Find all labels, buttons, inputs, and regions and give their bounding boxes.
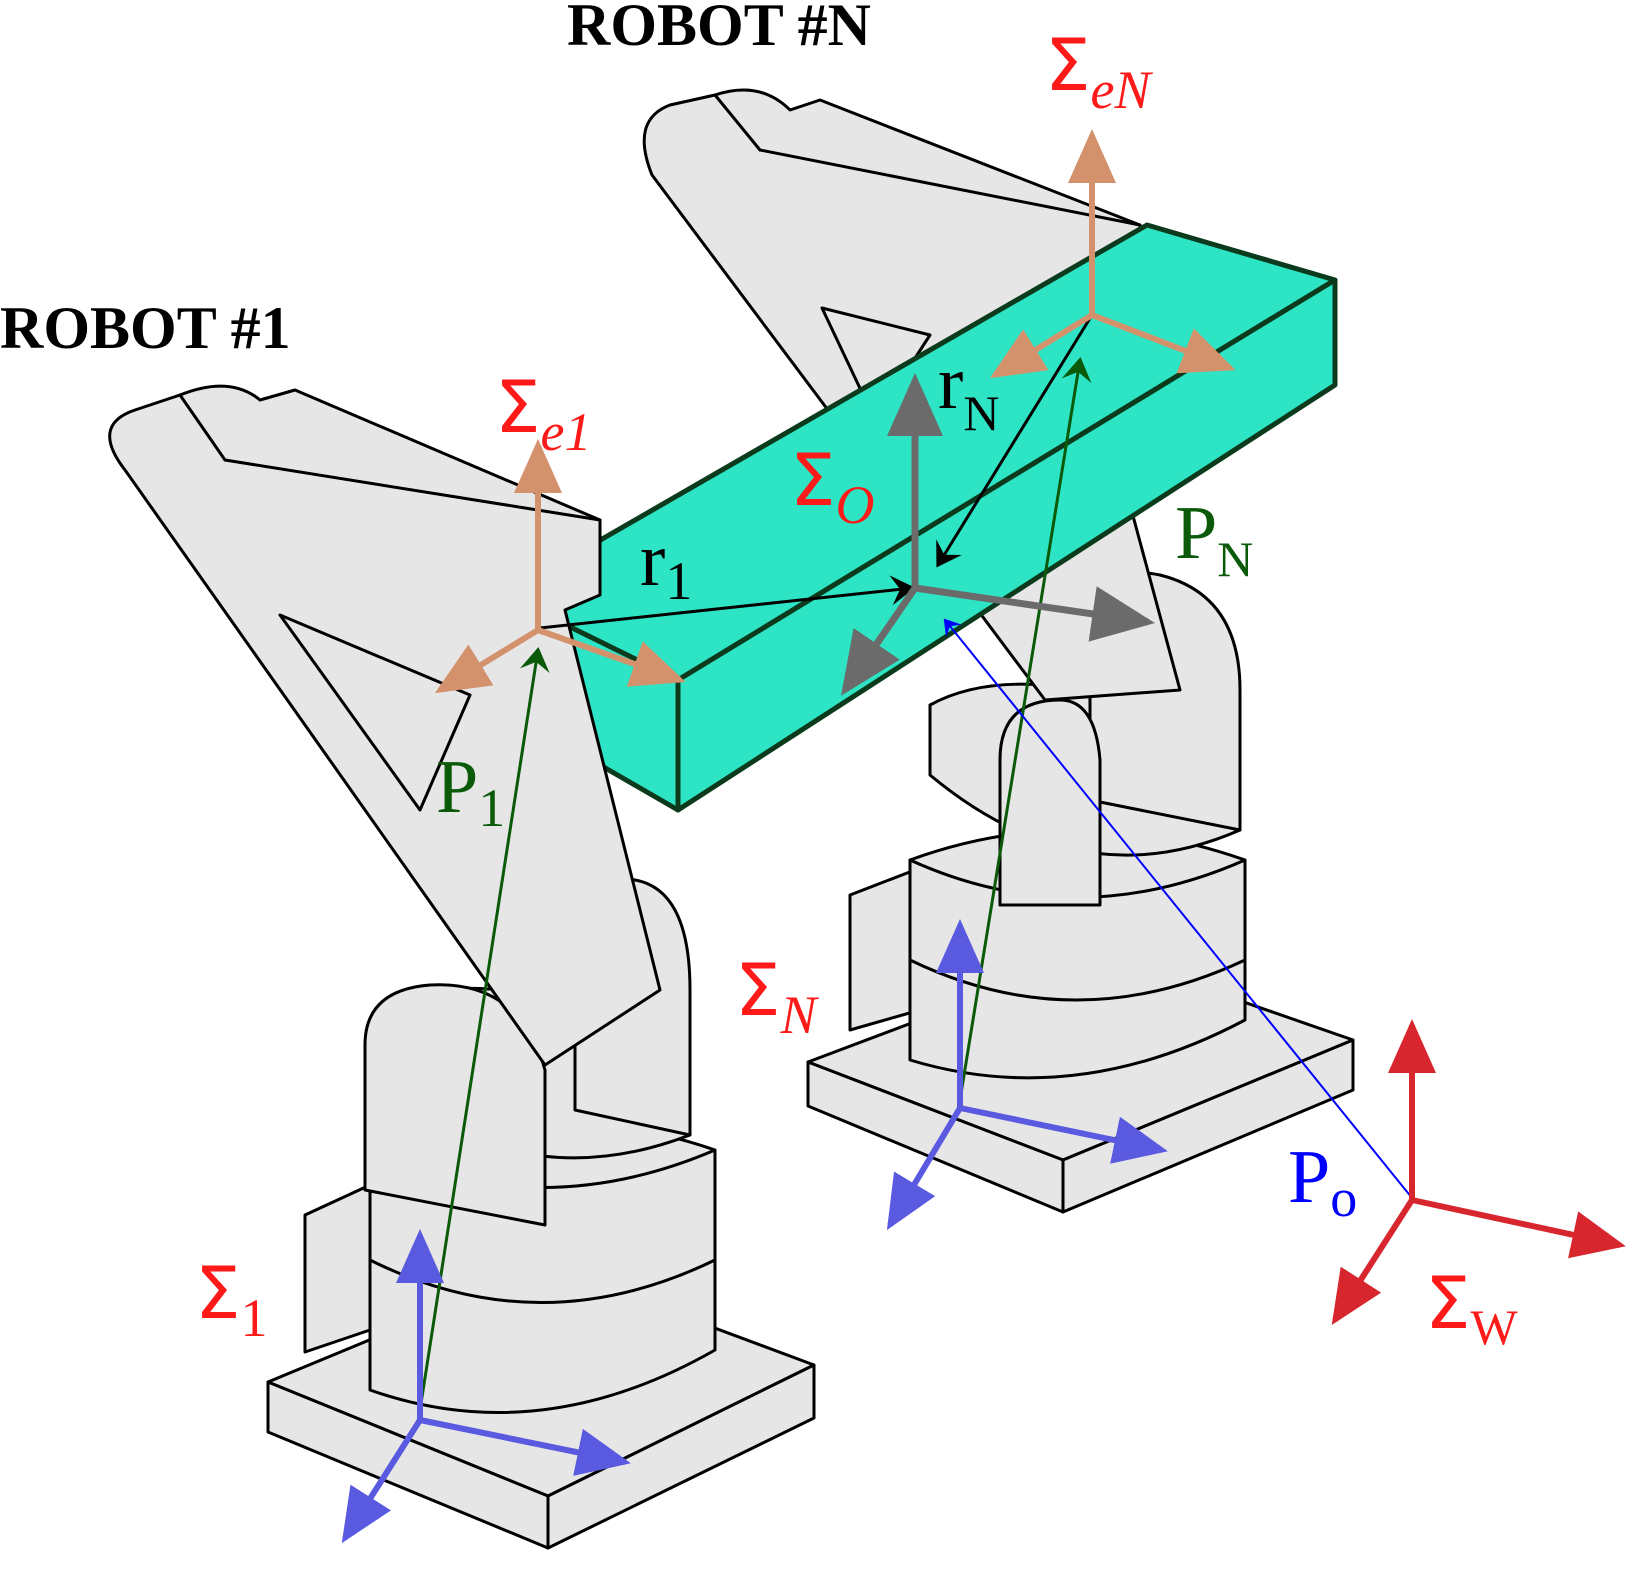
vector-pn [958,357,1092,1101]
vector-po-label: Po [1288,1135,1357,1228]
robot-1-arm [108,384,662,1067]
robot-1-title: ROBOT #1 [0,295,291,361]
frame-1-axes [341,1229,631,1544]
robot-n-title: ROBOT #N [567,0,871,58]
vector-rn-label: rN [938,341,999,441]
frame-en-axes [989,129,1236,379]
vector-po [943,618,1413,1199]
vector-p1 [418,647,550,1411]
frame-en-label: ΣeN [1045,23,1153,120]
vector-pn-label: PN [1175,491,1253,587]
frame-w-label: ΣW [1425,1261,1519,1355]
frame-1-label: Σ1 [195,1251,268,1348]
frame-n-axes [886,919,1168,1231]
frame-e1-axes [434,439,686,694]
vector-p1-label: P1 [436,745,505,838]
vector-r1 [539,575,915,630]
frame-e1-label: Σe1 [495,365,591,462]
frame-w-axes [1331,1019,1626,1326]
frame-n-label: ΣN [735,948,820,1045]
vector-r1-label: r1 [640,518,692,611]
position-vectors [418,314,1413,1411]
robot-1 [108,384,816,1550]
frame-o-label: ΣO [790,438,875,535]
frame-o-axes [841,373,1155,696]
vector-rn [936,314,1094,568]
